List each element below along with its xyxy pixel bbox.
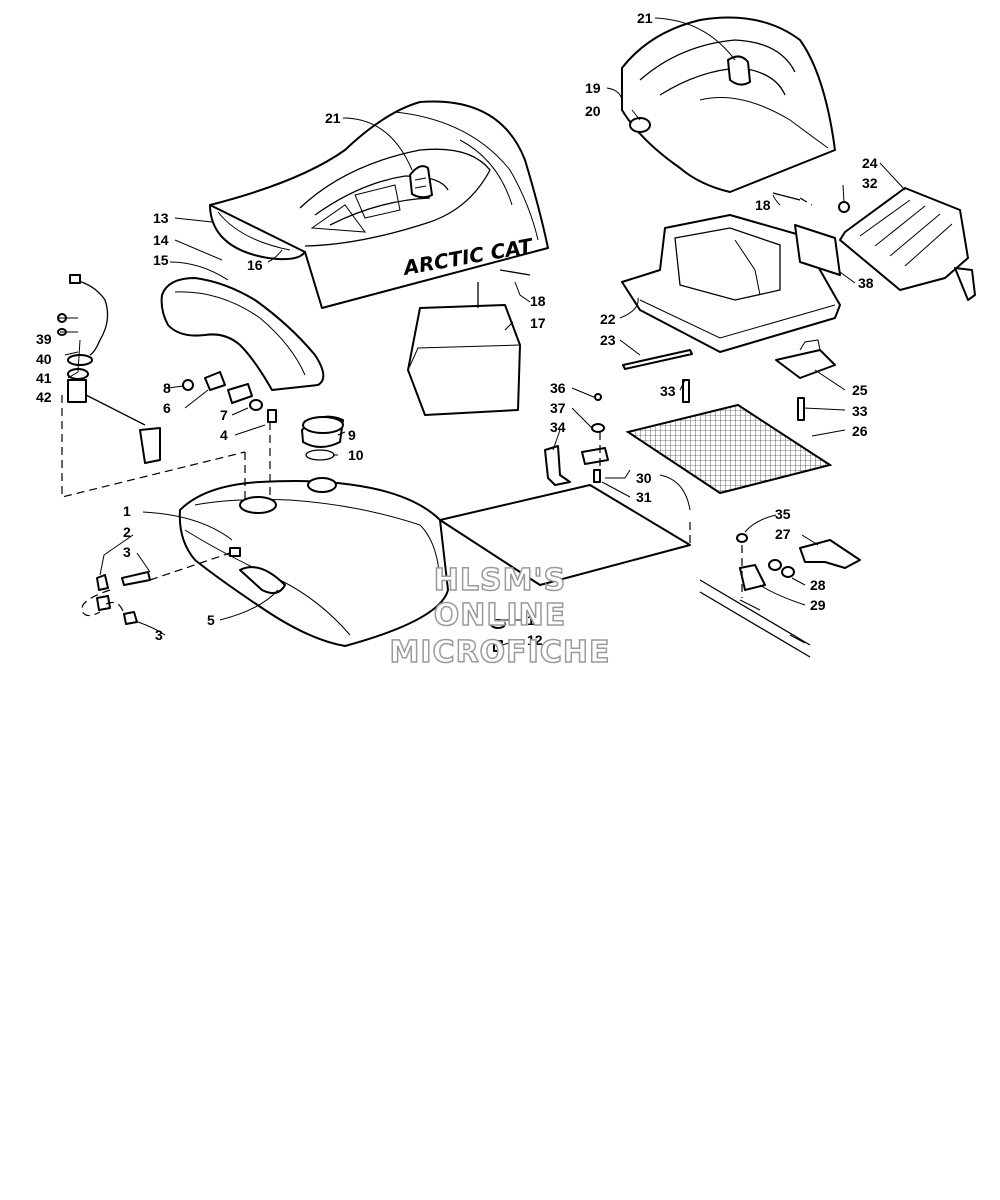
callout-2: 2 xyxy=(123,524,131,540)
callout-12: 12 xyxy=(527,632,543,648)
rear-seat xyxy=(621,16,836,193)
callout-42: 42 xyxy=(36,389,52,405)
floor-mat xyxy=(625,403,833,495)
callout-33-left: 33 xyxy=(660,383,676,399)
callout-25: 25 xyxy=(852,382,868,398)
leader-lines xyxy=(58,17,906,646)
callout-23: 23 xyxy=(600,332,616,348)
callout-13: 13 xyxy=(153,210,169,226)
callout-3-upper: 3 xyxy=(123,544,131,560)
callout-10: 10 xyxy=(348,447,364,463)
callout-41: 41 xyxy=(36,370,52,386)
side-panel xyxy=(160,277,325,391)
watermark-line-2: ONLINE xyxy=(434,598,567,633)
foam-block xyxy=(407,304,521,416)
callout-20: 20 xyxy=(585,103,601,119)
main-seat xyxy=(209,100,549,309)
callout-24: 24 xyxy=(862,155,878,171)
callout-33-right: 33 xyxy=(852,403,868,419)
callout-30: 30 xyxy=(636,470,652,486)
callout-16: 16 xyxy=(247,257,263,273)
callout-34: 34 xyxy=(550,419,566,435)
small-parts xyxy=(96,192,861,658)
callout-40: 40 xyxy=(36,351,52,367)
callout-19: 19 xyxy=(585,80,601,96)
callout-35: 35 xyxy=(775,506,791,522)
callout-39: 39 xyxy=(36,331,52,347)
callout-15: 15 xyxy=(153,252,169,268)
callout-32: 32 xyxy=(862,175,878,191)
callout-37: 37 xyxy=(550,400,566,416)
callout-7: 7 xyxy=(220,407,228,423)
callout-1: 1 xyxy=(123,503,131,519)
callout-3-lower: 3 xyxy=(155,627,163,643)
watermark: HLSM'S ONLINE MICROFICHE xyxy=(389,562,611,671)
fuel-tank xyxy=(178,477,691,647)
callout-36: 36 xyxy=(550,380,566,396)
callout-22: 22 xyxy=(600,311,616,327)
callout-27: 27 xyxy=(775,526,791,542)
callout-6: 6 xyxy=(163,400,171,416)
callout-29: 29 xyxy=(810,597,826,613)
rear-bracket xyxy=(839,187,976,301)
callout-11: 11 xyxy=(527,612,542,628)
callout-21-main: 21 xyxy=(325,110,341,126)
callout-17: 17 xyxy=(530,315,546,331)
callout-26: 26 xyxy=(852,423,868,439)
callout-38: 38 xyxy=(858,275,874,291)
watermark-line-3: MICROFICHE xyxy=(390,635,611,670)
callout-18-rear: 18 xyxy=(755,197,771,213)
rear-pad xyxy=(794,224,841,276)
callout-labels: 21 13 14 15 16 18 17 21 19 20 18 24 32 2… xyxy=(36,10,878,648)
storage-box xyxy=(621,214,841,353)
callout-9: 9 xyxy=(348,427,356,443)
assembly-lines xyxy=(61,197,813,617)
callout-18-main: 18 xyxy=(530,293,546,309)
callout-31: 31 xyxy=(636,489,652,505)
watermark-line-1: HLSM'S xyxy=(434,563,566,598)
callout-4: 4 xyxy=(220,427,228,443)
callout-14: 14 xyxy=(153,232,169,248)
callout-21-rear: 21 xyxy=(637,10,653,26)
callout-5: 5 xyxy=(207,612,215,628)
callout-28: 28 xyxy=(810,577,826,593)
callout-8: 8 xyxy=(163,380,171,396)
fuel-pump xyxy=(57,274,161,464)
